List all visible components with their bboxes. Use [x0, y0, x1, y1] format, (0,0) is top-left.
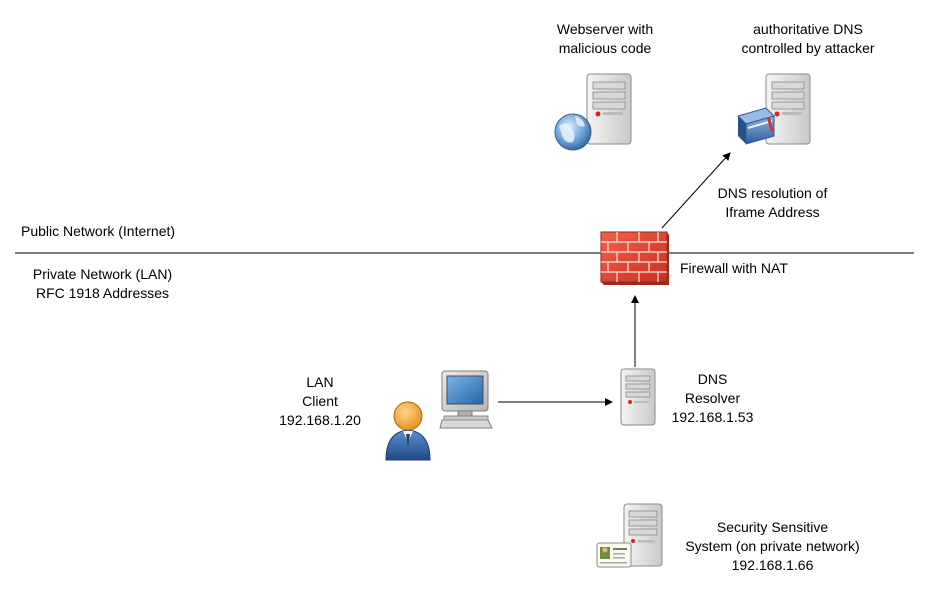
dns-resolver-label: DNS Resolver 192.168.1.53 [655, 370, 770, 427]
dns-resolution-label: DNS resolution of Iframe Address [690, 184, 855, 222]
dns-resolution-label-line2: Iframe Address [725, 204, 820, 220]
rfc1918-text: RFC 1918 Addresses [35, 285, 170, 301]
public-network-text: Public Network (Internet) [21, 223, 176, 239]
server-icon [619, 368, 659, 428]
lan-client-ip: 192.168.1.20 [279, 412, 361, 428]
lan-client-label: LAN Client 192.168.1.20 [268, 373, 372, 430]
firewall-label-text: Firewall with NAT [680, 260, 788, 276]
user-workstation-icon [384, 368, 496, 464]
auth-dns-label-line2: controlled by attacker [741, 40, 875, 56]
webserver-label: Webserver with malicious code [525, 20, 685, 58]
brick-firewall-icon [600, 231, 670, 287]
secure-system-label: Security Sensitive System (on private ne… [660, 518, 885, 575]
firewall-label: Firewall with NAT [680, 259, 788, 278]
lan-client-label-line2: Client [302, 393, 338, 409]
secure-system-ip: 192.168.1.66 [731, 557, 814, 573]
auth-dns-label-line1: authoritative DNS [753, 21, 863, 37]
server-globe-icon [553, 72, 635, 154]
public-network-label: Public Network (Internet) [21, 222, 175, 241]
webserver-label-line2: malicious code [558, 40, 652, 56]
auth-dns-label: authoritative DNS controlled by attacker [718, 20, 898, 58]
edge-firewall-to-auth-dns [661, 152, 731, 229]
secure-system-label-line2: System (on private network) [685, 538, 860, 554]
dns-resolver-label-line1: DNS [697, 371, 728, 387]
secure-system-label-line1: Security Sensitive [716, 519, 829, 535]
lan-client-label-line1: LAN [306, 374, 334, 390]
private-network-label: Private Network (LAN) RFC 1918 Addresses [20, 265, 185, 303]
dns-resolver-label-line2: Resolver [684, 390, 741, 406]
private-network-text: Private Network (LAN) [32, 266, 173, 282]
server-badge-icon [596, 503, 668, 571]
dns-resolution-label-line1: DNS resolution of [717, 185, 828, 201]
dns-resolver-ip: 192.168.1.53 [671, 409, 754, 425]
server-book-icon [736, 72, 818, 154]
webserver-label-line1: Webserver with [556, 21, 654, 37]
